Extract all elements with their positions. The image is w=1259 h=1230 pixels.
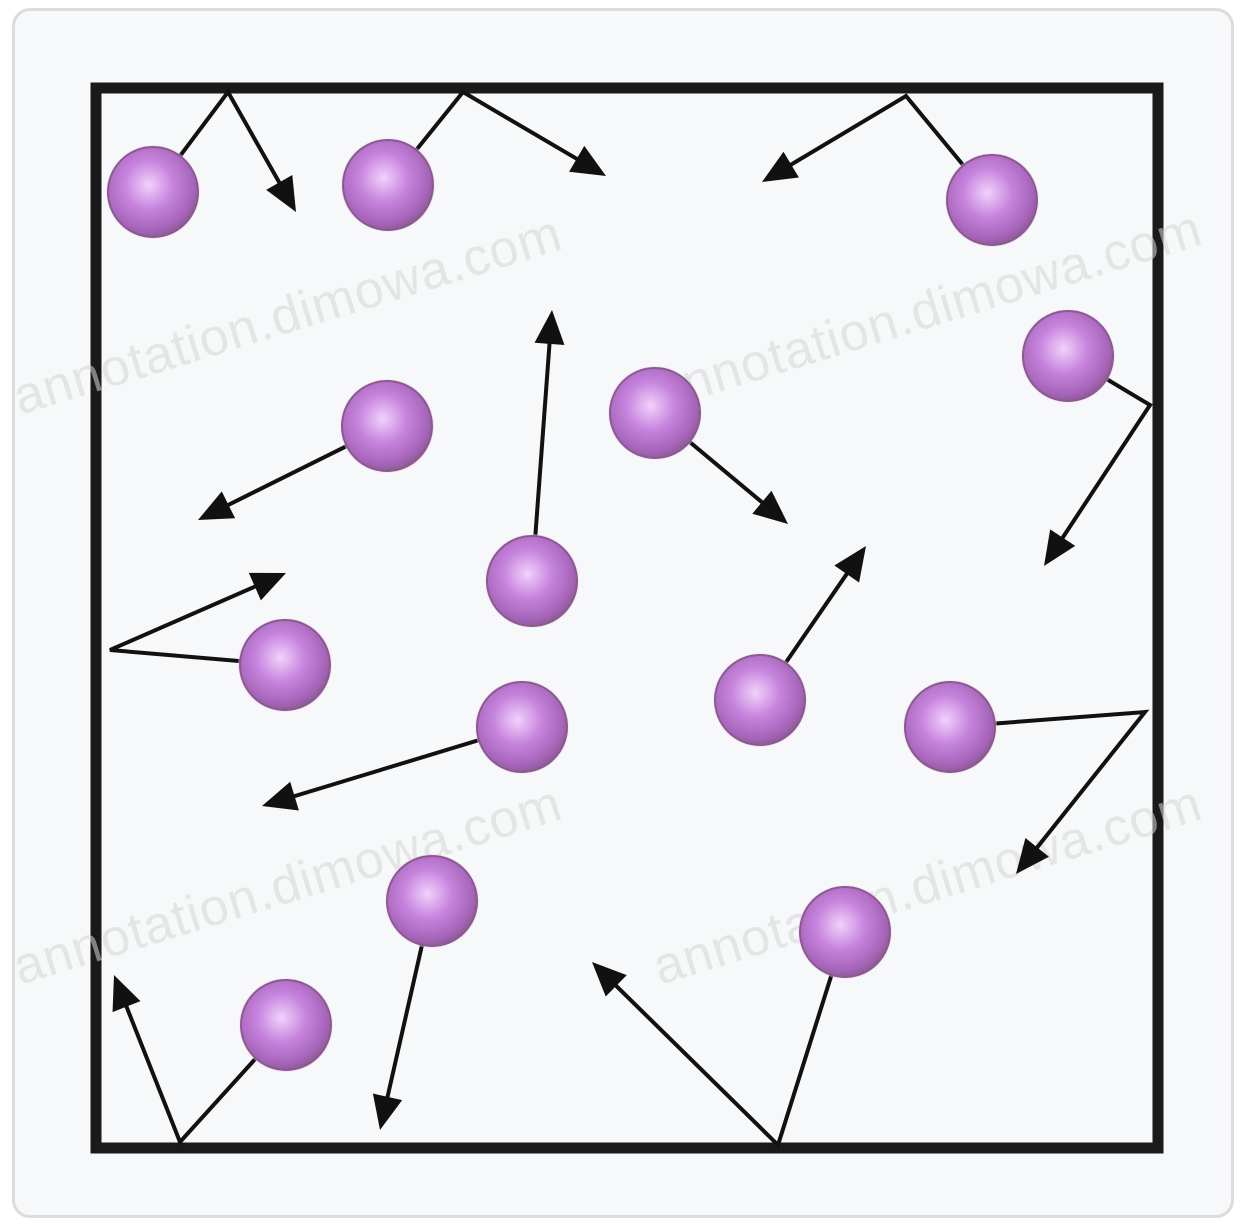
arrow-head-icon — [762, 151, 799, 182]
trajectory-line — [610, 931, 847, 1149]
gas-particle-icon — [1021, 309, 1115, 403]
arrow-head-icon — [262, 781, 299, 811]
gas-particle-icon — [238, 618, 332, 712]
gas-particle-icon — [945, 153, 1039, 247]
particle-layer — [106, 138, 1115, 1072]
watermark-layer: annotation.dimowa.com annotation.dimowa.… — [7, 199, 1209, 996]
arrow-head-icon — [112, 975, 141, 1013]
gas-particle-icon — [340, 379, 434, 473]
arrow-head-icon — [834, 546, 866, 583]
particle-sphere — [107, 146, 199, 238]
arrow-head-icon — [1044, 529, 1076, 566]
particle-sphere — [240, 979, 332, 1071]
trajectory-line — [109, 582, 286, 667]
particle-sphere — [239, 619, 331, 711]
gas-particle-icon — [106, 145, 200, 239]
gas-particle-icon — [713, 653, 807, 747]
trajectory-line — [122, 1000, 288, 1146]
particle-sphere — [946, 154, 1038, 246]
gas-particle-icon — [798, 885, 892, 979]
particle-sphere — [386, 855, 478, 947]
gas-particle-icon — [903, 680, 997, 774]
particle-sphere — [1022, 310, 1114, 402]
watermark-text: annotation.dimowa.com — [647, 774, 1209, 996]
particle-sphere — [486, 535, 578, 627]
particle-sphere — [799, 886, 891, 978]
gas-particle-icon — [385, 854, 479, 948]
container-wall — [90, 82, 1164, 1154]
particle-sphere — [476, 681, 568, 773]
arrow-head-icon — [372, 1093, 403, 1130]
arrow-head-icon — [266, 175, 296, 212]
gas-particle-icon — [608, 366, 702, 460]
gas-particle-icon — [485, 534, 579, 628]
particle-sphere — [714, 654, 806, 746]
gas-particle-icon — [475, 680, 569, 774]
particle-sphere — [341, 380, 433, 472]
particle-sphere — [904, 681, 996, 773]
arrow-head-icon — [1016, 838, 1049, 874]
arrow-head-icon — [592, 962, 627, 997]
particle-sphere — [342, 139, 434, 231]
gas-particle-icon — [341, 138, 435, 232]
arrow-head-icon — [752, 490, 788, 524]
arrow-head-icon — [534, 310, 565, 346]
arrow-head-icon — [248, 572, 286, 601]
particle-sphere — [609, 367, 701, 459]
trajectory-line — [949, 709, 1150, 854]
arrow-head-icon — [198, 491, 236, 520]
arrow-head-icon — [569, 145, 606, 176]
gas-particle-icon — [239, 978, 333, 1072]
